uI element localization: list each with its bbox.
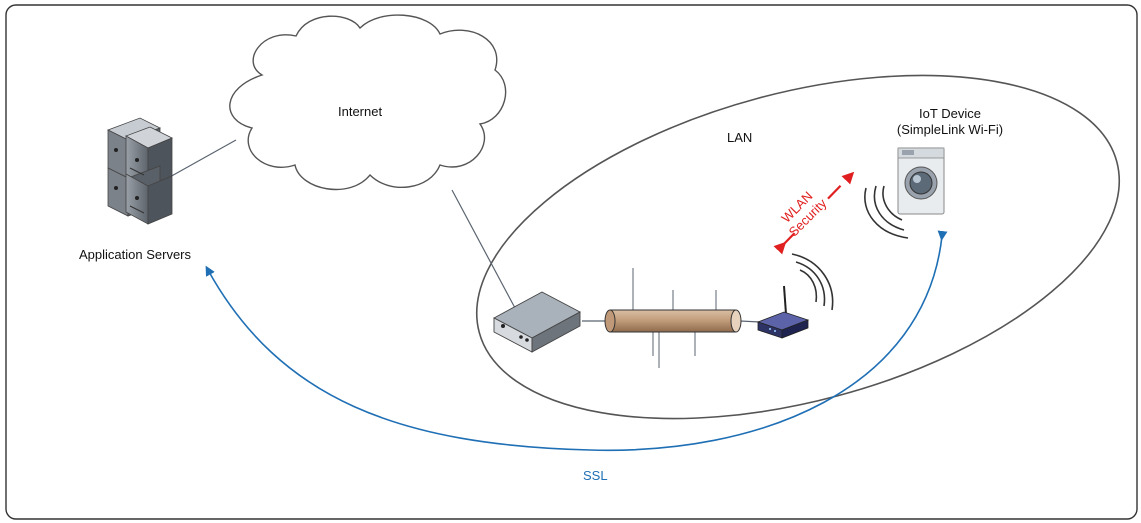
lan-label: LAN bbox=[727, 130, 753, 145]
network-bus-icon bbox=[582, 268, 761, 368]
wifi-waves-icon bbox=[791, 253, 834, 311]
ssl-label: SSL bbox=[583, 468, 608, 483]
diagram-frame bbox=[5, 4, 1138, 520]
ssl-connection-arrow bbox=[205, 230, 948, 452]
internet-label: Internet bbox=[338, 104, 383, 119]
internet-to-modem-line bbox=[451, 189, 516, 309]
modem-icon bbox=[493, 291, 581, 353]
cloud-icon bbox=[229, 14, 507, 191]
iot-device-label-line2: (SimpleLink Wi-Fi) bbox=[896, 122, 1004, 137]
server-rack-icon bbox=[107, 117, 173, 225]
iot-device-label-line1: IoT Device bbox=[919, 106, 981, 121]
app-servers-label: Application Servers bbox=[79, 247, 191, 262]
washing-machine-icon bbox=[897, 147, 945, 215]
lan-boundary bbox=[475, 74, 1121, 420]
wifi-router-icon bbox=[756, 285, 810, 339]
servers-to-internet-line bbox=[167, 139, 237, 179]
